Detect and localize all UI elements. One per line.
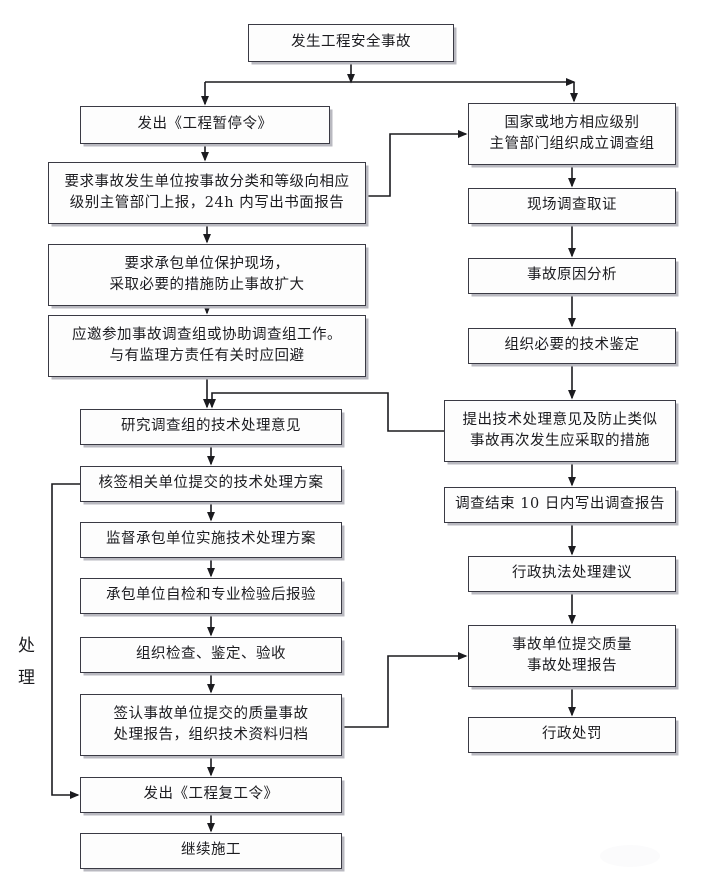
node-label-line: 采取必要的措施防止事故扩大 <box>109 277 305 293</box>
node-authority-forms-investigation-team[interactable]: 国家或地方相应级别主管部门组织成立调查组 <box>468 103 676 165</box>
node-issue-resumption-order[interactable]: 发出《工程复工令》 <box>80 777 342 813</box>
node-accident-cause-analysis[interactable]: 事故原因分析 <box>468 258 676 294</box>
node-label-line: 核签相关单位提交的技术处理方案 <box>98 475 324 492</box>
node-require-site-protection[interactable]: 要求承包单位保护现场， 采取必要的措施防止事故扩大 <box>48 244 366 306</box>
connector-sign-to-unit-report <box>342 651 468 728</box>
node-label-line: 现场调查取证 <box>527 197 617 214</box>
node-label-line: 继续施工 <box>181 842 241 859</box>
node-label-line: 组织必要的技术鉴定 <box>504 337 640 354</box>
node-join-investigation-team[interactable]: 应邀参加事故调查组或协助调查组工作。与有监理方责任有关时应回避 <box>48 315 366 377</box>
node-label-line: 级别主管部门上报，24h 内写出书面报告 <box>69 195 345 211</box>
side-label-char-1: 处 <box>18 636 36 656</box>
node-contractor-self-inspection[interactable]: 承包单位自检和专业检验后报验 <box>80 578 342 614</box>
node-countersign-technical-plan[interactable]: 核签相关单位提交的技术处理方案 <box>80 466 342 502</box>
node-label-line: 主管部门组织成立调查组 <box>489 136 655 152</box>
node-organize-inspection-acceptance[interactable]: 组织检查、鉴定、验收 <box>80 637 342 673</box>
node-label-line: 承包单位自检和专业检验后报验 <box>106 587 316 604</box>
node-label-line: 监督承包单位实施技术处理方案 <box>106 531 316 548</box>
node-study-technical-opinion[interactable]: 研究调查组的技术处理意见 <box>80 409 342 445</box>
node-label-line: 事故单位提交质量 <box>512 636 632 653</box>
node-label-line: 要求事故发生单位按事故分类和等级向相应 <box>64 173 350 190</box>
node-label-line: 提出技术处理意见及防止类似 <box>462 411 658 428</box>
watermark <box>600 845 660 867</box>
node-issue-suspension-order[interactable]: 发出《工程暂停令》 <box>80 106 330 144</box>
process-side-label: 处 理 <box>14 630 40 695</box>
node-label-line: 要求承包单位保护现场， <box>124 255 290 272</box>
node-site-investigation-evidence[interactable]: 现场调查取证 <box>468 188 676 224</box>
node-propose-preventive-measures[interactable]: 提出技术处理意见及防止类似事故再次发生应采取的措施 <box>444 400 676 462</box>
node-label-line: 事故原因分析 <box>527 267 617 284</box>
node-label-line: 事故再次发生应采取的措施 <box>470 433 650 449</box>
connector-report-to-authority <box>366 129 468 197</box>
node-label-line: 与有监理方责任有关时应回避 <box>109 348 305 364</box>
node-label-line: 发生工程安全事故 <box>291 34 411 51</box>
node-label-line: 调查结束 10 日内写出调查报告 <box>455 496 665 513</box>
node-administrative-enforcement-advice[interactable]: 行政执法处理建议 <box>468 556 676 592</box>
node-administrative-penalty[interactable]: 行政处罚 <box>468 717 676 753</box>
node-require-report-to-authority[interactable]: 要求事故发生单位按事故分类和等级向相应级别主管部门上报，24h 内写出书面报告 <box>48 162 366 224</box>
node-label-line: 应邀参加事故调查组或协助调查组工作。 <box>72 326 342 343</box>
connector-countersign-loop-back <box>51 483 80 800</box>
node-label-line: 事故处理报告 <box>527 658 617 674</box>
side-label-char-2: 理 <box>18 668 36 689</box>
node-label-line: 组织检查、鉴定、验收 <box>136 646 286 663</box>
node-supervise-plan-implementation[interactable]: 监督承包单位实施技术处理方案 <box>80 522 342 558</box>
node-label-line: 国家或地方相应级别 <box>504 114 640 131</box>
node-label-line: 发出《工程复工令》 <box>143 786 279 803</box>
node-write-investigation-report[interactable]: 调查结束 10 日内写出调查报告 <box>444 487 676 523</box>
node-label-line: 签认事故单位提交的质量事故 <box>113 705 309 722</box>
node-continue-construction[interactable]: 继续施工 <box>80 833 342 869</box>
node-accident-occurs[interactable]: 发生工程安全事故 <box>248 24 454 62</box>
node-label-line: 行政执法处理建议 <box>512 565 632 582</box>
node-unit-submits-quality-report[interactable]: 事故单位提交质量事故处理报告 <box>468 625 676 687</box>
node-label-line: 发出《工程暂停令》 <box>137 116 273 133</box>
node-label-line: 处理报告，组织技术资料归档 <box>113 727 309 743</box>
node-label-line: 研究调查组的技术处理意见 <box>121 418 301 435</box>
node-organize-technical-appraisal[interactable]: 组织必要的技术鉴定 <box>468 328 676 364</box>
node-sign-quality-accident-report[interactable]: 签认事故单位提交的质量事故处理报告，组织技术资料归档 <box>80 694 342 756</box>
node-label-line: 行政处罚 <box>542 726 602 743</box>
